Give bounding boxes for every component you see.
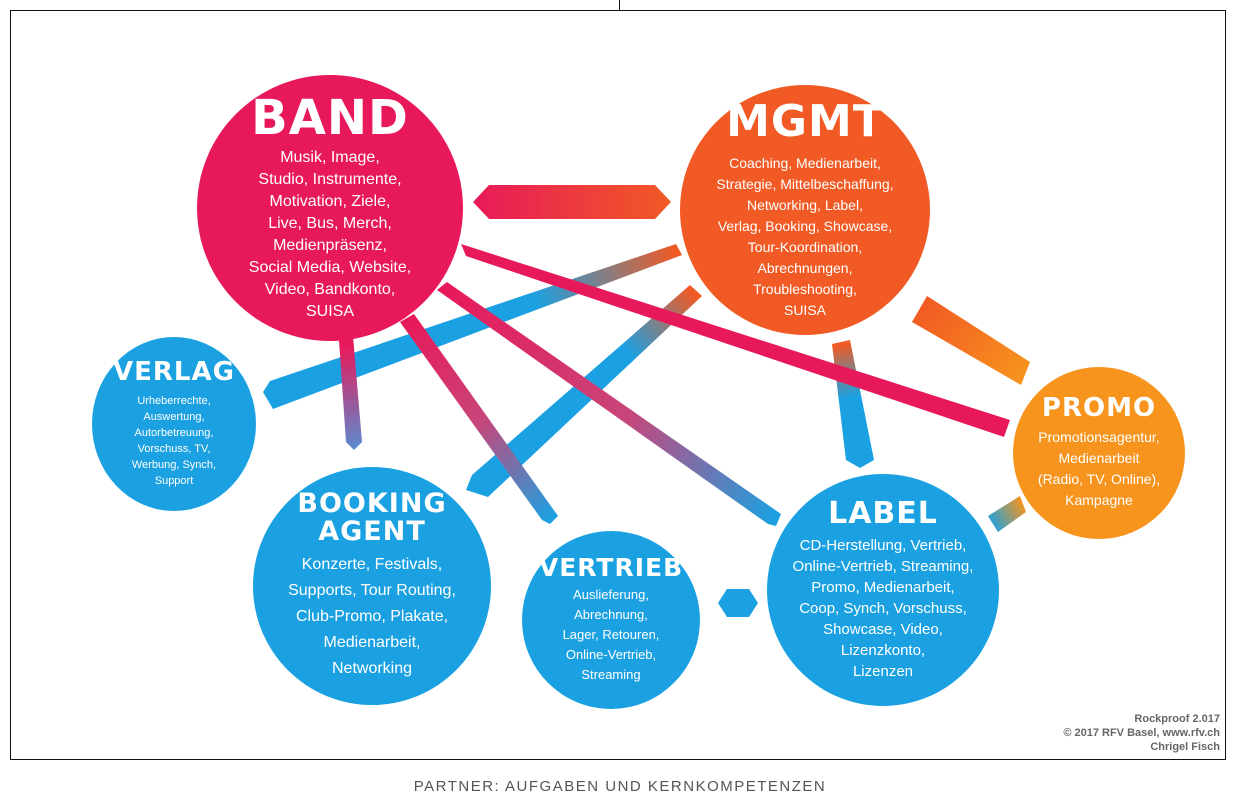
task-line: Supports, Tour Routing, — [288, 582, 456, 600]
vertrieb-title: VERTRIEB — [538, 552, 684, 582]
task-line: Lizenzkonto, — [840, 642, 926, 660]
connector-band-promo — [461, 244, 1010, 437]
task-line: Verlag, Booking, Showcase, — [717, 218, 893, 235]
task-line: Abrechnung, — [574, 607, 648, 623]
label-title: LABEL — [828, 495, 938, 531]
task-line: Showcase, Video, — [823, 621, 943, 639]
task-line: Networking, Label, — [747, 197, 863, 214]
task-line: Streaming — [581, 667, 641, 683]
task-line: Lizenzen — [852, 663, 914, 681]
task-line: Video, Bandkonto, — [264, 281, 396, 299]
task-line: Auslieferung, — [573, 587, 649, 603]
band-tasks: Musik, Image, Studio, Instrumente, Motivat… — [249, 147, 411, 323]
task-line: Auswertung, — [143, 410, 205, 423]
booking-agent-title: BOOKING AGENT — [297, 487, 447, 547]
connector-band-vertrieb — [400, 314, 558, 524]
task-line: Social Media, Website, — [248, 259, 412, 277]
task-line: Medienpräsenz, — [273, 237, 387, 255]
mgmt-title: MGMT — [726, 95, 884, 147]
task-line: CD-Herstellung, Vertrieb, — [799, 537, 967, 555]
task-line: Support — [154, 474, 194, 487]
promo-tasks: Promotionsagentur, Medienarbeit (Radio, TV… — [1038, 427, 1160, 511]
task-line: Troubleshooting, — [753, 281, 857, 298]
connector-band-label — [437, 282, 781, 526]
task-line: Medienarbeit — [1058, 449, 1140, 466]
band-node: BAND Musik, Image, Studio, Instrumente, Mo… — [197, 75, 463, 341]
promo-node: PROMO Promotionsagentur, Medienarbeit (Rad… — [1013, 367, 1185, 539]
mgmt-node: MGMT Coaching, Medienarbeit, Strategie, M… — [680, 85, 930, 335]
task-line: Promo, Medienarbeit, — [811, 579, 955, 597]
booking-agent-tasks: Konzerte, Festivals, Supports, Tour Routi… — [288, 552, 456, 682]
task-line: Medienarbeit, — [323, 634, 421, 652]
task-line: Autorbetreuung, — [134, 426, 214, 439]
connector-band-booking — [339, 336, 362, 450]
task-line: Coaching, Medienarbeit, — [729, 155, 881, 172]
task-line: Online-Vertrieb, — [565, 647, 657, 663]
task-line: Online-Vertrieb, Streaming, — [792, 558, 974, 576]
task-line: (Radio, TV, Online), — [1037, 470, 1161, 487]
connector-promo-label — [988, 496, 1026, 532]
task-line: Live, Bus, Merch, — [268, 215, 392, 233]
top-divider-line — [619, 0, 620, 10]
task-line: Vorschuss, TV, — [137, 442, 211, 455]
task-line: SUISA — [305, 303, 354, 321]
task-line: SUISA — [783, 302, 826, 319]
connector-band-mgmt — [473, 185, 671, 219]
task-line: Strategie, Mittelbeschaffung, — [716, 176, 894, 193]
task-line: Urheberrechte, — [137, 394, 211, 407]
task-line: Abrechnungen, — [757, 260, 853, 277]
task-line: Kampagne — [1065, 491, 1133, 508]
task-line: Coop, Synch, Vorschuss, — [799, 600, 967, 618]
credits-line: © 2017 RFV Basel, www.rfv.ch — [1063, 727, 1220, 739]
verlag-node: VERLAG Urheberrechte, Auswertung, Autorbet… — [92, 337, 256, 511]
verlag-tasks: Urheberrechte, Auswertung, Autorbetreuung,… — [132, 393, 216, 489]
task-line: Motivation, Ziele, — [269, 193, 391, 211]
vertrieb-node: VERTRIEB Auslieferung, Abrechnung, Lager, … — [522, 531, 700, 709]
task-line: Konzerte, Festivals, — [301, 556, 443, 574]
credits-line: Chrigel Fisch — [1150, 741, 1220, 753]
band-title: BAND — [251, 89, 409, 146]
task-line: Studio, Instrumente, — [258, 171, 402, 189]
task-line: Promotionsagentur, — [1038, 428, 1160, 445]
mgmt-tasks: Coaching, Medienarbeit, Strategie, Mittel… — [716, 153, 893, 321]
task-line: Werbung, Synch, — [131, 458, 217, 471]
label-node: LABEL CD-Herstellung, Vertrieb, Online-Ve… — [767, 474, 999, 706]
task-line: Tour-Koordination, — [747, 239, 863, 256]
verlag-title: VERLAG — [113, 357, 235, 388]
vertrieb-tasks: Auslieferung, Abrechnung, Lager, Retouren,… — [563, 585, 660, 685]
connector-mgmt-label — [832, 340, 874, 468]
connector-vertrieb-label — [718, 589, 758, 617]
figure-caption: PARTNER: AUFGABEN UND KERNKOMPETENZEN — [413, 778, 827, 795]
task-line: Musik, Image, — [280, 149, 380, 167]
promo-title: PROMO — [1041, 393, 1157, 424]
credits-line: Rockproof 2.017 — [1134, 713, 1220, 725]
task-line: Networking — [331, 660, 413, 678]
task-line: Club-Promo, Plakate, — [295, 608, 449, 626]
task-line: Lager, Retouren, — [562, 627, 660, 643]
label-tasks: CD-Herstellung, Vertrieb, Online-Vertrieb… — [793, 535, 974, 682]
connector-mgmt-promo — [912, 296, 1030, 385]
credits: Rockproof 2.017 © 2017 RFV Basel, www.rf… — [1063, 712, 1220, 754]
booking-agent-node: BOOKING AGENT Konzerte, Festivals, Suppor… — [253, 467, 491, 705]
